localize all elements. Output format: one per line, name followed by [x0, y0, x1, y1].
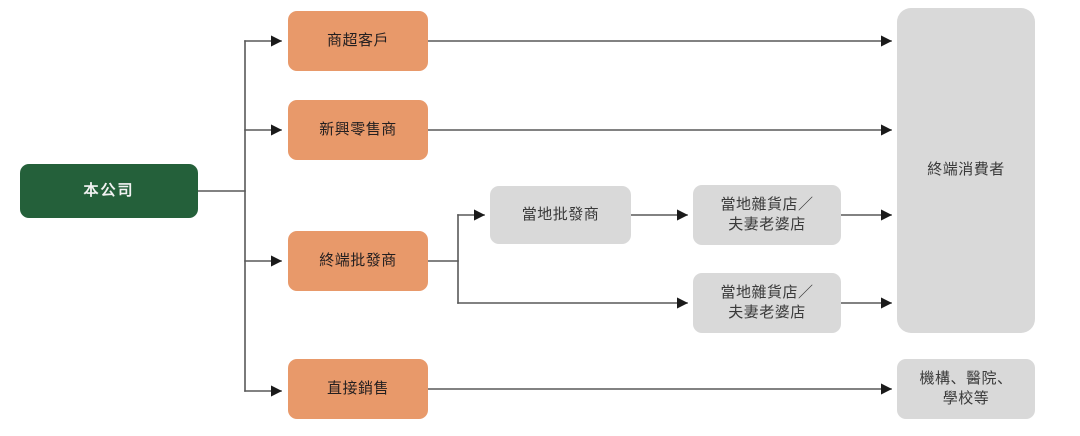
node-institutions-hospitals-schools[interactable]: 機構、醫院、 學校等 — [897, 359, 1035, 419]
node-emerging-retailers[interactable]: 新興零售商 — [288, 100, 428, 160]
node-local-grocery-store-2[interactable]: 當地雜貨店／ 夫妻老婆店 — [693, 273, 841, 333]
node-end-consumers[interactable]: 終端消費者 — [897, 8, 1035, 333]
node-local-grocery-store-1[interactable]: 當地雜貨店／ 夫妻老婆店 — [693, 185, 841, 245]
node-terminal-wholesaler[interactable]: 終端批發商 — [288, 231, 428, 291]
node-local-wholesaler[interactable]: 當地批發商 — [490, 186, 631, 244]
node-our-company[interactable]: 本公司 — [20, 164, 198, 218]
node-direct-sales[interactable]: 直接銷售 — [288, 359, 428, 419]
node-supermarket-customers[interactable]: 商超客戶 — [288, 11, 428, 71]
